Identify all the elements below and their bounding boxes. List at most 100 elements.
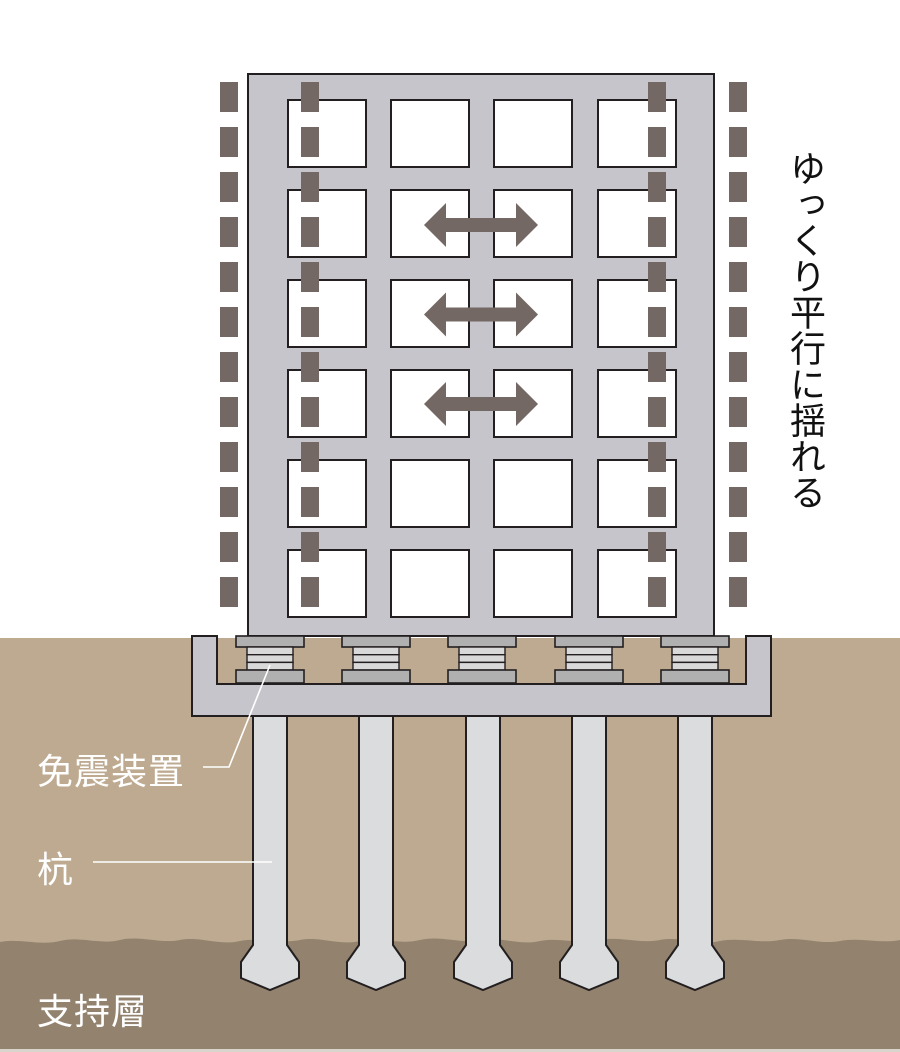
dash-segment: [648, 352, 666, 382]
dash-segment: [729, 262, 747, 292]
dash-segment: [301, 577, 319, 607]
isolator-rubber-layer: [458, 654, 506, 664]
dash-segment: [729, 442, 747, 472]
isolator-rubber-layer: [458, 646, 506, 656]
dash-segment: [220, 127, 238, 157]
double-arrow-icon: [424, 382, 538, 426]
dash-segment: [729, 352, 747, 382]
isolator-bottom-plate: [235, 669, 305, 684]
double-arrow-icon: [424, 292, 538, 337]
dash-segment: [301, 127, 319, 157]
dash-segment: [729, 577, 747, 607]
dash-segment: [648, 307, 666, 337]
dash-segment: [220, 217, 238, 247]
isolator-bottom-plate: [447, 669, 517, 684]
isolator-top-plate: [554, 635, 624, 648]
isolator-top-plate: [447, 635, 517, 648]
isolator-rubber-layer: [565, 661, 613, 671]
isolator-rubber-layer: [671, 661, 719, 671]
dash-segment: [648, 397, 666, 427]
pile: [453, 715, 513, 992]
pile-label: 杭: [37, 850, 75, 891]
dash-segment: [729, 307, 747, 337]
dash-segment: [648, 487, 666, 517]
dash-segment: [648, 262, 666, 292]
isolator-rubber-layer: [246, 646, 294, 656]
window: [287, 459, 367, 528]
window: [493, 99, 573, 168]
isolator-bottom-plate: [554, 669, 624, 684]
dash-segment: [220, 397, 238, 427]
dash-segment: [301, 172, 319, 202]
dash-segment: [220, 82, 238, 112]
dash-segment: [648, 82, 666, 112]
window: [390, 99, 470, 168]
window: [287, 549, 367, 618]
isolator-label: 免震装置: [37, 752, 186, 793]
dash-segment: [648, 172, 666, 202]
isolator-bottom-plate: [341, 669, 411, 684]
window: [287, 189, 367, 258]
dash-segment: [648, 442, 666, 472]
dash-segment: [729, 397, 747, 427]
foundation-slab: [191, 635, 772, 717]
dash-segment: [301, 352, 319, 382]
isolator-leader-line: [203, 664, 271, 768]
pile: [559, 715, 619, 992]
window: [287, 369, 367, 438]
dash-segment: [220, 262, 238, 292]
window: [493, 549, 573, 618]
isolator-rubber-layer: [458, 661, 506, 671]
isolator-rubber-layer: [246, 654, 294, 664]
sway-caption: ゆっくり平行に揺れる: [784, 150, 825, 510]
dash-segment: [648, 127, 666, 157]
isolator-rubber-layer: [352, 646, 400, 656]
double-arrow-icon: [424, 203, 538, 247]
isolator-top-plate: [341, 635, 411, 648]
bottom-edge: [0, 1049, 900, 1052]
dash-segment: [301, 82, 319, 112]
dash-segment: [301, 307, 319, 337]
dash-segment: [220, 487, 238, 517]
dash-segment: [729, 487, 747, 517]
dash-segment: [220, 307, 238, 337]
sway-arrows-group: [424, 203, 538, 426]
sway-dash-lines: [220, 82, 747, 607]
isolator-bottom-plate: [660, 669, 730, 684]
isolator-rubber-layer: [671, 654, 719, 664]
isolator-top-plate: [660, 635, 730, 648]
isolator: [554, 635, 624, 684]
pile: [346, 715, 406, 992]
dash-segment: [220, 442, 238, 472]
dash-segment: [729, 532, 747, 562]
dash-segment: [220, 352, 238, 382]
isolator-rubber-layer: [671, 646, 719, 656]
dash-segment: [648, 577, 666, 607]
dash-segment: [301, 397, 319, 427]
dash-segment: [648, 217, 666, 247]
dash-segment: [220, 172, 238, 202]
window: [493, 459, 573, 528]
dash-segment: [729, 217, 747, 247]
isolator-top-plate: [235, 635, 305, 648]
window: [390, 549, 470, 618]
isolators-group: [235, 635, 730, 684]
dash-segment: [729, 82, 747, 112]
window: [287, 99, 367, 168]
isolator-rubber-layer: [352, 661, 400, 671]
dash-segment: [301, 217, 319, 247]
pile: [665, 715, 725, 992]
pile: [240, 715, 300, 992]
piles-group: [240, 715, 725, 992]
isolator: [341, 635, 411, 684]
dash-segment: [301, 487, 319, 517]
bearing-layer-label: 支持層: [37, 992, 149, 1033]
dash-segment: [729, 127, 747, 157]
dash-segment: [301, 532, 319, 562]
dash-segment: [301, 262, 319, 292]
dash-segment: [648, 532, 666, 562]
dash-segment: [729, 172, 747, 202]
dash-segment: [301, 442, 319, 472]
dash-segment: [220, 577, 238, 607]
